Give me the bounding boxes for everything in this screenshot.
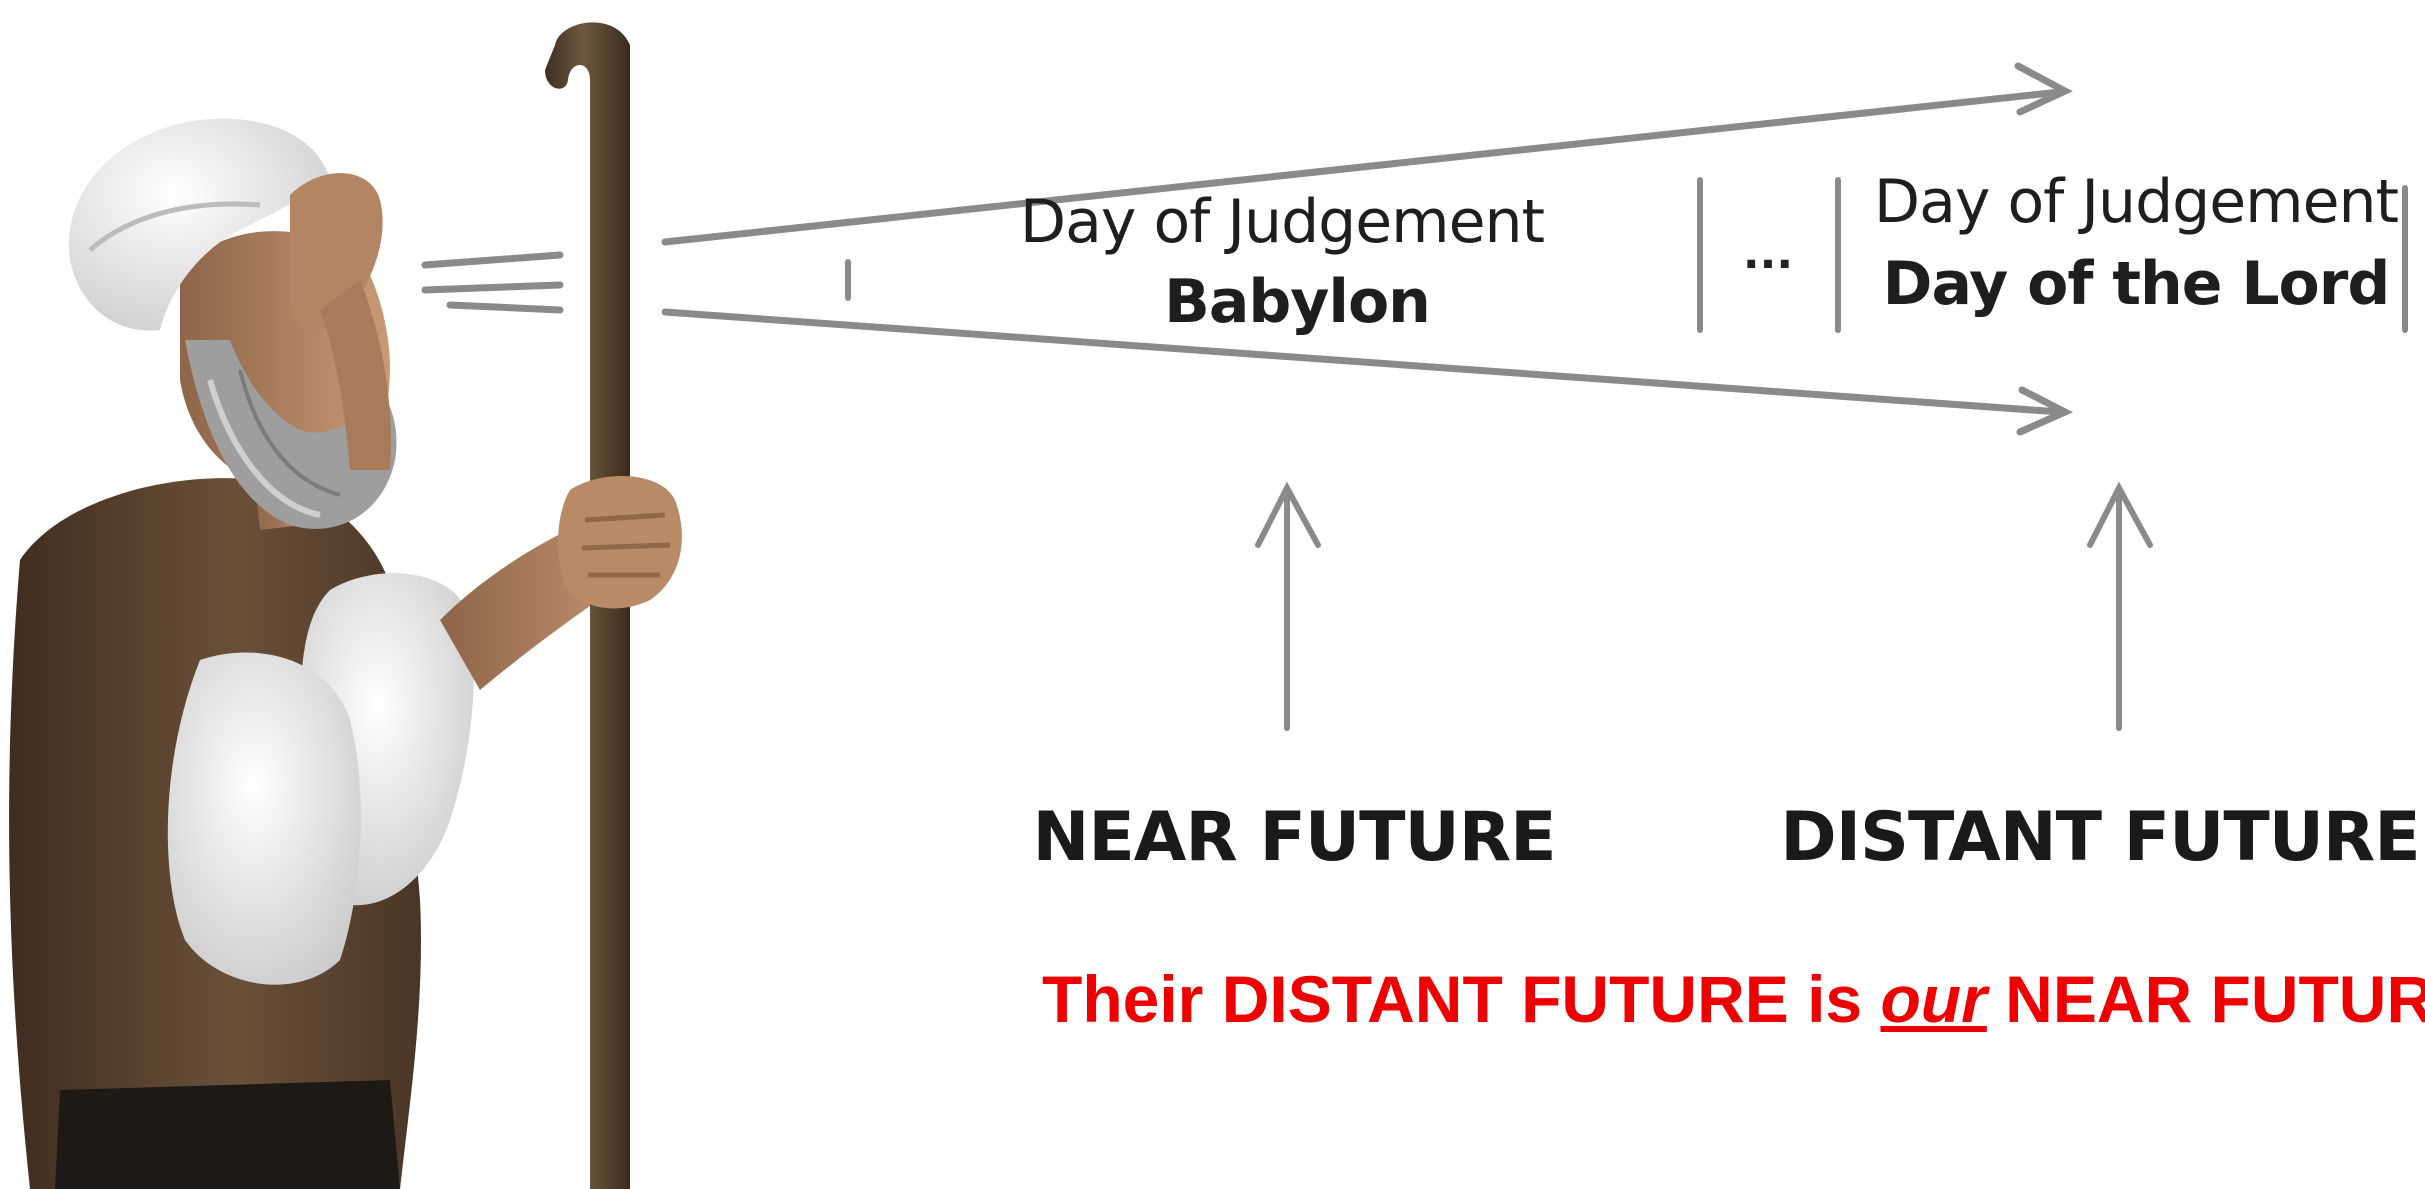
caption-part-2: NEAR FUTURE: [1987, 962, 2425, 1036]
elbow-cloth: [168, 653, 361, 985]
lower-garment: [55, 1080, 400, 1189]
eye-dash-upper: [425, 255, 560, 265]
near-event-subtitle: Babylon: [1164, 272, 1430, 332]
near-event-title: Day of Judgement: [1020, 192, 1544, 252]
upper-arrowhead: [2018, 66, 2065, 112]
eye-dash-lower: [450, 305, 560, 310]
eye-dash-middle: [425, 285, 560, 290]
distant-future-label: DISTANT FUTURE: [1780, 804, 2420, 872]
near-future-label: NEAR FUTURE: [1032, 804, 1555, 872]
staff-hand: [558, 476, 682, 608]
prophet-figure: [9, 119, 660, 1189]
caption-emphasis: our: [1880, 962, 1986, 1036]
far-event-subtitle: Day of the Lord: [1883, 254, 2390, 314]
pointer-arrows: [1258, 488, 2150, 728]
caption-part-1: Their DISTANT FUTURE is: [1042, 962, 1880, 1036]
far-event-title: Day of Judgement: [1874, 172, 2398, 232]
timeline-ellipsis: ...: [1743, 232, 1793, 276]
caption: Their DISTANT FUTURE is our NEAR FUTURE: [1042, 966, 2425, 1032]
